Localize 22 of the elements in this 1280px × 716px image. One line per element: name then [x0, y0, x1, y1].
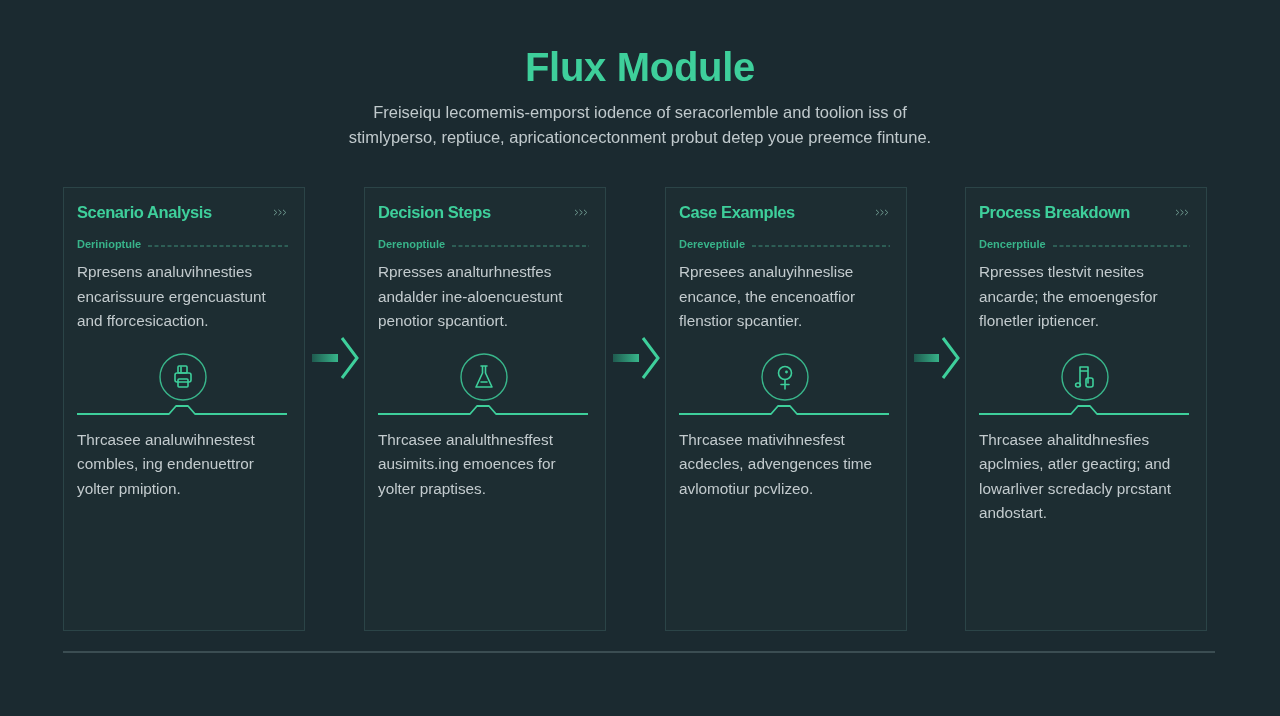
step-card: [63, 187, 305, 631]
description-text: Rpresses tlestvit nesites ancarde; the emoengesfor flonetler iptiencer.: [979, 262, 1159, 331]
subtitle: Freiseiqu lecomemis-emporst iodence of seracorlemble and toolion iss of stimlyperso, reptiuce, apricationcectonment probut detep youe preemce fintune.: [347, 102, 933, 148]
description-text: Thrcasee ahalitdhnesfies apclmies, atler geactirg; and lowarliver scredacly prcstant andostart.: [979, 430, 1173, 523]
description-text: Thrcasee analulthnesffest ausimits.ing emoences for yolter praptises.: [378, 430, 557, 499]
description-text: Rpresens analuvihnesties encarissuure ergencuastunt and fforcesicaction.: [77, 262, 267, 331]
section-label: Derinioptule: [77, 237, 142, 251]
card-title: Decision Steps: [378, 202, 491, 222]
step-card: [364, 187, 606, 631]
section-label: Dencerptiule: [979, 237, 1046, 251]
card-title: Scenario Analysis: [77, 202, 212, 222]
card-title: Case Examples: [679, 202, 795, 222]
step-card: [665, 187, 907, 631]
card-title: Process Breakdown: [979, 202, 1130, 222]
description-text: Rpresees analuyihneslise encance, the encenoatfior flenstior spcantier.: [679, 262, 857, 331]
section-label: Derenoptiule: [378, 237, 446, 251]
section-label: Dereveptiule: [679, 237, 746, 251]
title: Flux Module: [525, 44, 755, 91]
step-card: [965, 187, 1207, 631]
description-text: Rpresses analturhnestfes andalder ine-aloencuestunt penotior spcantiort.: [378, 262, 564, 331]
description-text: Thrcasee mativihnesfest acdecles, advengences time avlomotiur pcvlizeo.: [679, 430, 874, 499]
description-text: Thrcasee analuwihnestest combles, ing endenuettror yolter pmiption.: [77, 430, 256, 499]
